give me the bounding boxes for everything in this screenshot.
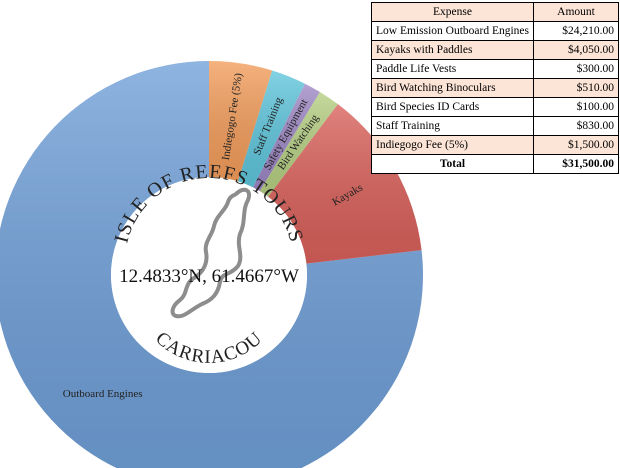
expense-amount: $100.00: [533, 97, 619, 117]
slice-kayaks-shading: [268, 104, 422, 264]
expense-table: Expense Amount Low Emission Outboard Eng…: [371, 2, 619, 174]
slice-bird-watching-shading: [259, 91, 338, 197]
header-expense: Expense: [371, 2, 534, 22]
slice-staff-training-shading: [237, 70, 305, 188]
table-row: Staff Training $830.00: [371, 116, 619, 136]
tour-logo: ISLE OF REEFS TOURS 12.4833°N, 61.4667°W…: [110, 161, 307, 373]
expense-amount: $4,050.00: [533, 40, 619, 60]
expense-amount: $1,500.00: [533, 135, 619, 155]
table-total-row: Total $31,500.00: [371, 154, 619, 174]
expense-label: Paddle Life Vests: [371, 59, 534, 79]
expense-amount: $300.00: [533, 59, 619, 79]
total-amount: $31,500.00: [533, 154, 619, 174]
total-label: Total: [371, 154, 534, 174]
header-amount: Amount: [533, 2, 619, 22]
expense-amount: $830.00: [533, 116, 619, 136]
expense-label: Bird Species ID Cards: [371, 97, 534, 117]
slice-indiegogo-fee-5-shading: [209, 61, 273, 182]
table-header-row: Expense Amount: [371, 2, 619, 22]
slice-safety-equipment-shading: [252, 83, 320, 192]
slice-outboard-engines-shading: [0, 61, 423, 468]
expense-label: Bird Watching Binoculars: [371, 78, 534, 98]
logo-coordinates: 12.4833°N, 61.4667°W: [119, 266, 299, 287]
slice-label: Outboard Engines: [63, 388, 143, 400]
expense-amount: $510.00: [533, 78, 619, 98]
table-row: Bird Watching Binoculars $510.00: [371, 78, 619, 98]
table-row: Bird Species ID Cards $100.00: [371, 97, 619, 117]
expense-label: Kayaks with Paddles: [371, 40, 534, 60]
table-row: Low Emission Outboard Engines $24,210.00: [371, 21, 619, 41]
island-outline: [170, 187, 251, 319]
expense-label: Staff Training: [371, 116, 534, 136]
expense-amount: $24,210.00: [533, 21, 619, 41]
table-row: Indiegogo Fee (5%) $1,500.00: [371, 135, 619, 155]
table-row: Kayaks with Paddles $4,050.00: [371, 40, 619, 60]
expense-label: Indiegogo Fee (5%): [371, 135, 534, 155]
expense-label: Low Emission Outboard Engines: [371, 21, 534, 41]
table-row: Paddle Life Vests $300.00: [371, 59, 619, 79]
